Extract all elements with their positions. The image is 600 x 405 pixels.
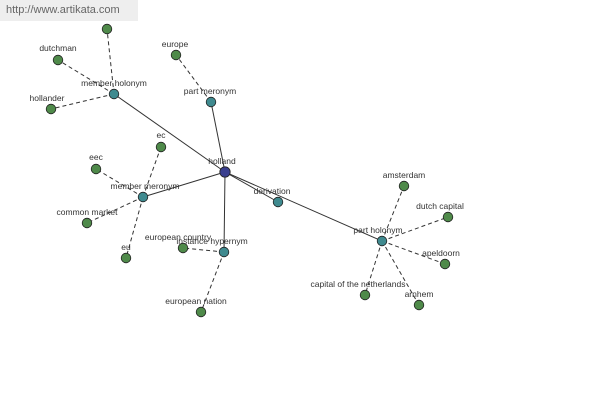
edge-holland-member-holonym: [113, 93, 226, 173]
site-url-banner[interactable]: http://www.artikata.com: [0, 0, 138, 21]
term-label-european-nation: european nation: [165, 296, 227, 306]
term-label-common-market: common market: [57, 207, 119, 217]
term-node-ec[interactable]: [155, 141, 167, 153]
edge-holland-derivation: [224, 171, 279, 203]
edge-part-meronym-europe: [175, 54, 212, 103]
term-label-amsterdam: amsterdam: [383, 170, 426, 180]
term-label-eu: eu: [121, 242, 131, 252]
edge-part-holonym-capital-of-the-netherlands: [364, 240, 383, 296]
root-node-holland[interactable]: [219, 166, 231, 178]
edge-holland-instance-hypernym: [223, 171, 226, 253]
relation-label-part-holonym: part holonym: [353, 225, 402, 235]
relation-node-part-holonym[interactable]: [376, 235, 388, 247]
edge-part-holonym-arnhem: [381, 240, 420, 306]
relation-label-instance-hypernym: instance hypernym: [176, 236, 247, 246]
edge-holland-part-meronym: [210, 101, 226, 173]
term-label-dutchman: dutchman: [39, 43, 77, 53]
root-label-holland: holland: [208, 156, 236, 166]
term-node-european-country[interactable]: [177, 242, 189, 254]
term-label-capital-of-the-netherlands: capital of the netherlands: [311, 279, 406, 289]
edge-member-holonym-dutchman: [57, 59, 115, 95]
edge-holland-part-holonym: [224, 171, 383, 242]
term-label-ec: ec: [157, 130, 167, 140]
edge-member-meronym-common-market: [86, 196, 144, 224]
term-node-hollander[interactable]: [45, 103, 57, 115]
edge-member-holonym-hollander: [50, 93, 115, 110]
term-label-dutch-capital: dutch capital: [416, 201, 464, 211]
relation-label-member-meronym: member meronym: [111, 181, 180, 191]
relation-node-member-meronym[interactable]: [137, 191, 149, 203]
relation-node-instance-hypernym[interactable]: [218, 246, 230, 258]
edge-holland-member-meronym: [142, 171, 226, 198]
relation-node-member-holonym[interactable]: [108, 88, 120, 100]
term-node-common-market[interactable]: [81, 217, 93, 229]
term-label-europe: europe: [162, 39, 189, 49]
term-label-european-country: european country: [145, 232, 212, 242]
node-layer: [45, 23, 454, 318]
edge-layer: [50, 28, 449, 313]
term-node-dutch-capital[interactable]: [442, 211, 454, 223]
term-node-unlabeled-1[interactable]: [101, 23, 113, 35]
edge-instance-hypernym-european-country: [182, 247, 225, 253]
term-node-apeldoorn[interactable]: [439, 258, 451, 270]
edge-member-meronym-ec: [142, 146, 162, 198]
edge-member-holonym-unlabeled-1: [106, 28, 115, 95]
edge-instance-hypernym-european-nation: [200, 251, 225, 313]
relation-label-derivation: derivation: [254, 186, 291, 196]
relation-node-derivation[interactable]: [272, 196, 284, 208]
relation-node-part-meronym[interactable]: [205, 96, 217, 108]
edge-part-holonym-amsterdam: [381, 185, 405, 242]
term-label-eec: eec: [89, 152, 103, 162]
edge-part-holonym-dutch-capital: [381, 216, 449, 242]
label-layer: dutchman hollander europe ec eec common marke…: [30, 39, 464, 306]
term-label-hollander: hollander: [30, 93, 65, 103]
term-node-european-nation[interactable]: [195, 306, 207, 318]
edge-member-meronym-eec: [95, 168, 144, 198]
relation-label-part-meronym: part meronym: [184, 86, 236, 96]
term-node-arnhem[interactable]: [413, 299, 425, 311]
term-node-dutchman[interactable]: [52, 54, 64, 66]
term-node-eu[interactable]: [120, 252, 132, 264]
term-node-capital-of-the-netherlands[interactable]: [359, 289, 371, 301]
term-label-apeldoorn: apeldoorn: [422, 248, 460, 258]
term-node-eec[interactable]: [90, 163, 102, 175]
term-node-amsterdam[interactable]: [398, 180, 410, 192]
edge-member-meronym-eu: [125, 196, 144, 259]
term-node-europe[interactable]: [170, 49, 182, 61]
relation-label-member-holonym: member holonym: [81, 78, 147, 88]
term-label-arnhem: arnhem: [405, 289, 434, 299]
